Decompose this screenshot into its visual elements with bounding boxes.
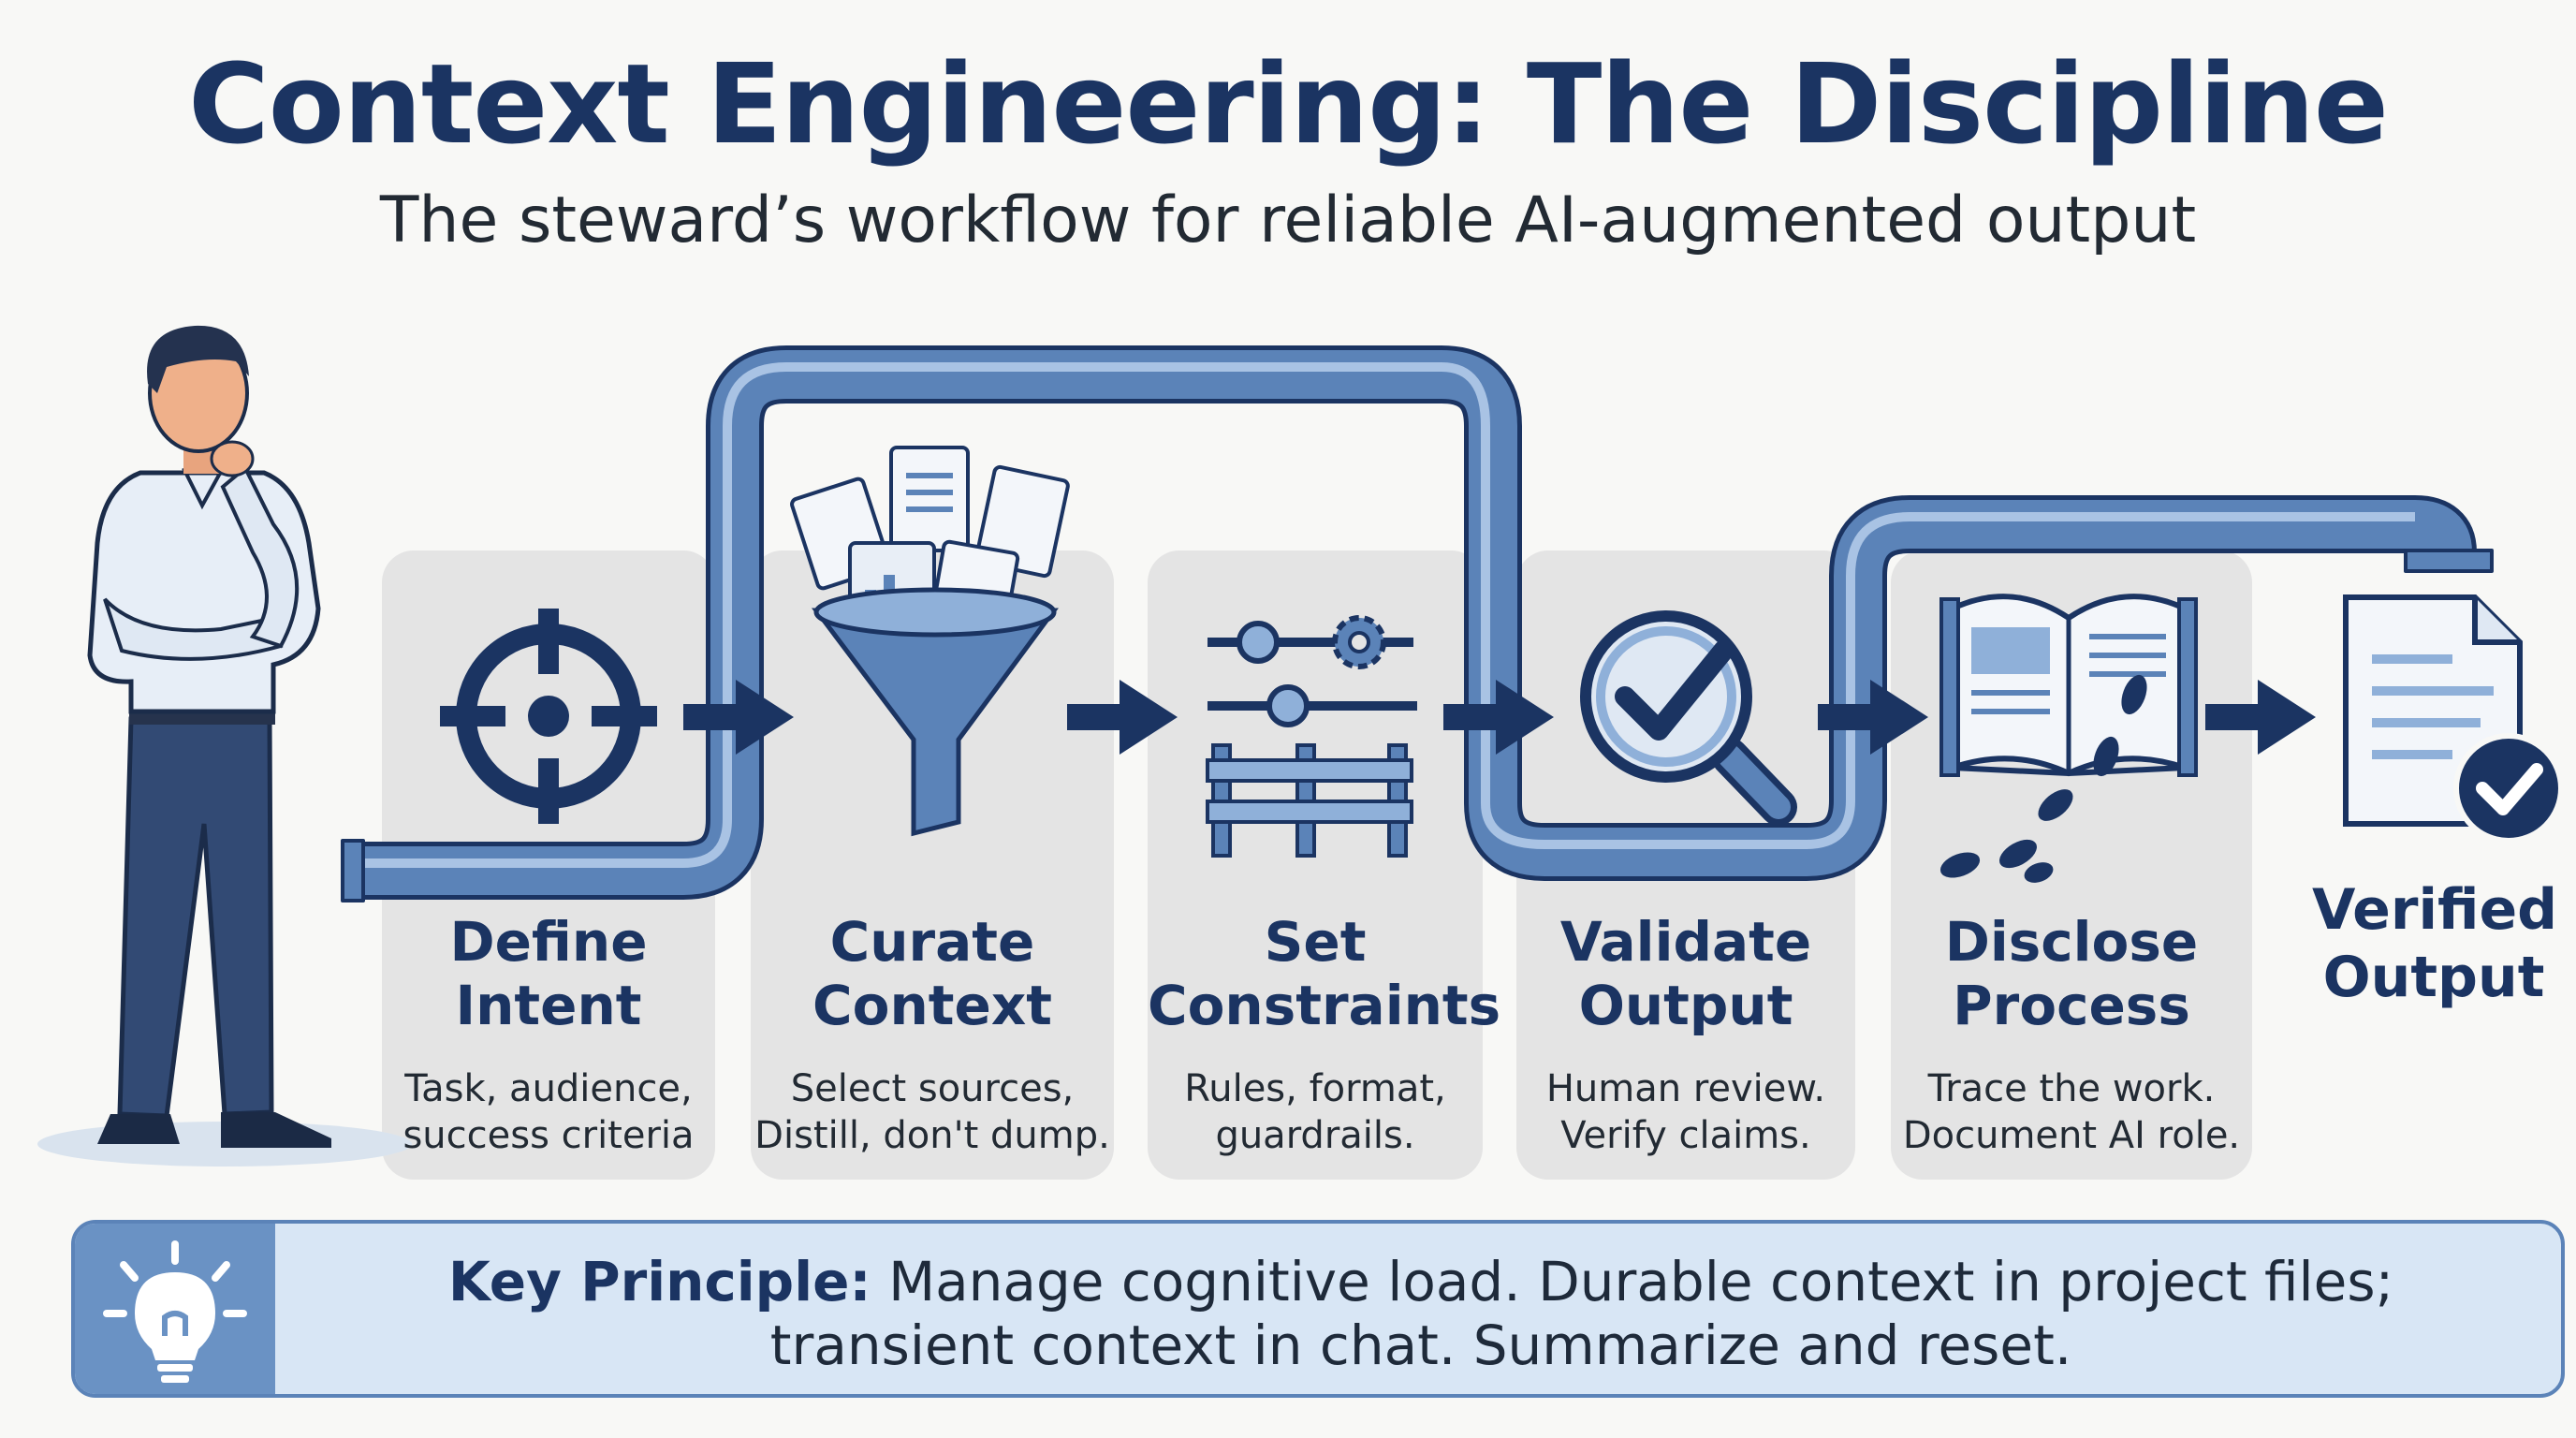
step-validate-output-title: Validate Output	[1559, 910, 1812, 1037]
key-principle-line1: Manage cognitive load. Durable context i…	[888, 1250, 2394, 1313]
target-crosshair-icon	[440, 609, 657, 824]
step-set-constraints-description: Rules, format, guardrails.	[1184, 1067, 1446, 1157]
lightbulb-icon	[103, 1240, 247, 1383]
step-curate-context-description: Select sources, Distill, don't dump.	[754, 1067, 1110, 1157]
step-define-intent-title: Define Intent	[449, 910, 648, 1037]
verified-document-icon	[2343, 594, 2564, 844]
sliders-fence-icon	[1206, 615, 1417, 858]
step-validate-output-description: Human review. Verify claims.	[1545, 1067, 1826, 1157]
arrow-icon	[1443, 680, 1554, 755]
process-pipe	[341, 345, 2494, 902]
step-card-curate-context	[751, 550, 1114, 1180]
page-title: Context Engineering: The Discipline	[188, 39, 2389, 169]
arrow-icon	[2205, 680, 2316, 755]
step-set-constraints-title: Set Constraints	[1148, 910, 1501, 1037]
page-subtitle: The steward’s workflow for reliable AI-a…	[379, 183, 2197, 257]
key-principle-label: Key Principle:	[447, 1250, 871, 1313]
key-principle-line2: transient context in chat. Summarize and…	[769, 1313, 2072, 1377]
magnifier-check-icon	[1580, 610, 1797, 826]
arrow-icon	[1067, 680, 1178, 755]
key-principle-banner: Key Principle: Manage cognitive load. Du…	[71, 1220, 2565, 1398]
step-curate-context-title: Curate Context	[812, 910, 1052, 1037]
key-principle-text: Key Principle: Manage cognitive load. Du…	[290, 1250, 2552, 1377]
document-funnel-icon	[790, 446, 1070, 837]
book-footprints-icon	[1939, 594, 2198, 883]
step-disclose-process-description: Trace the work. Document AI role.	[1902, 1067, 2241, 1157]
thinking-person-illustration	[37, 325, 412, 1167]
principle-icon-panel	[75, 1224, 275, 1394]
step-disclose-process-title: Disclose Process	[1944, 910, 2199, 1037]
arrow-icon	[1818, 680, 1928, 755]
step-define-intent-description: Task, audience, success criteria	[402, 1067, 695, 1157]
verified-output-label: Verified Output	[2312, 877, 2558, 1010]
arrow-icon	[683, 680, 794, 755]
